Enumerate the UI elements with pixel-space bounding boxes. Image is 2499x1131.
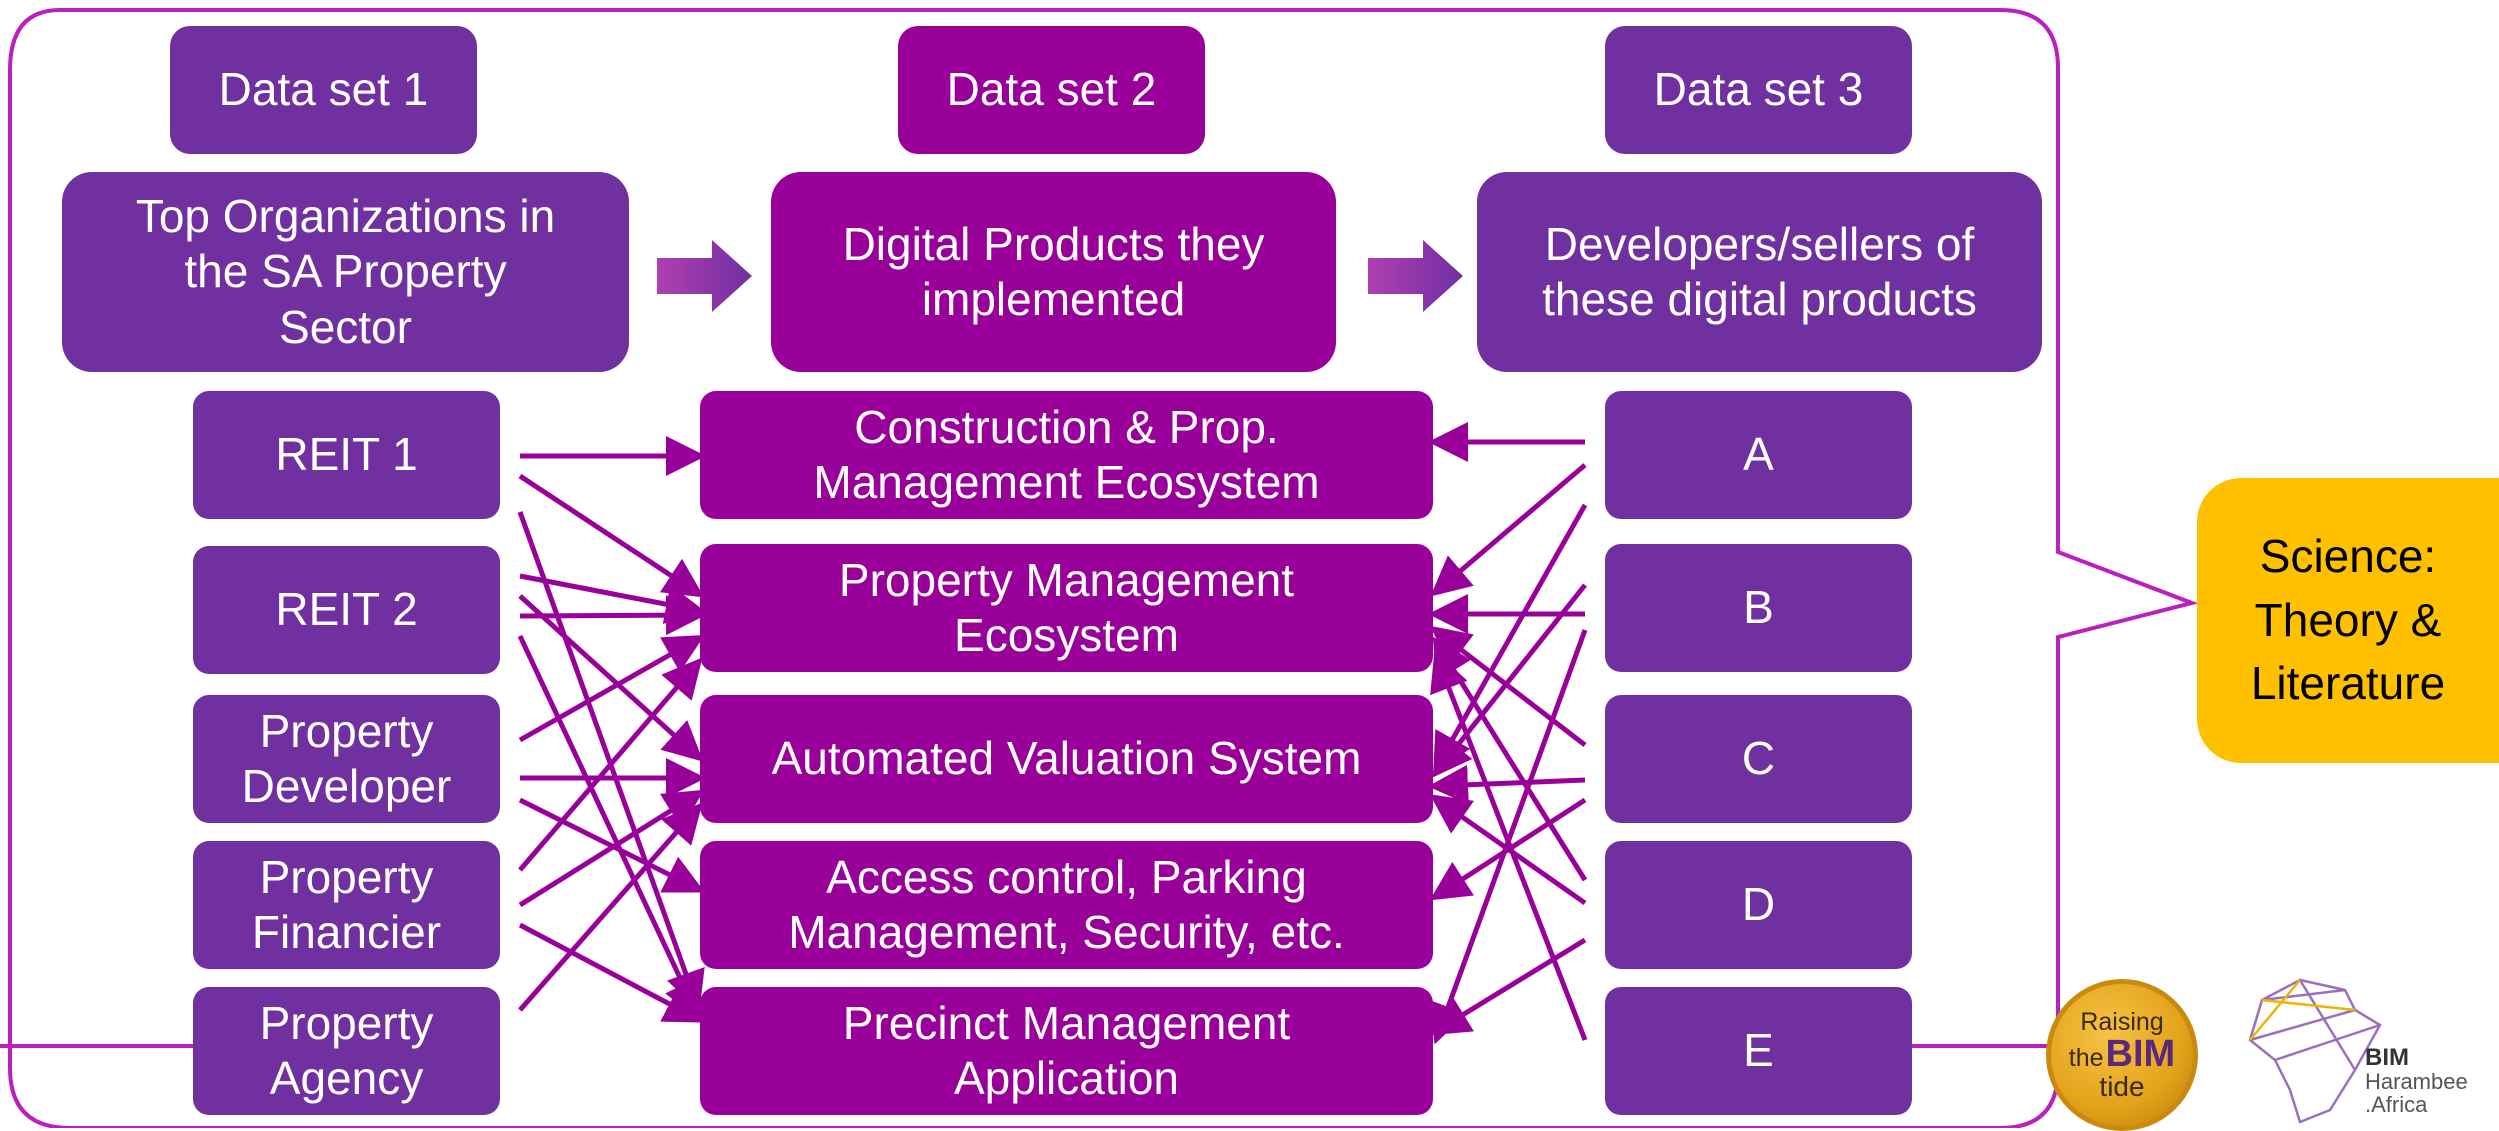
bim-harambee-africa-logo: BIM Harambee .Africa — [2365, 1044, 2468, 1118]
top-organizations-box: Top Organizations in the SA Property Sec… — [62, 172, 629, 372]
left-item-reit-2: REIT 2 — [193, 546, 500, 674]
science-theory-literature-box: Science: Theory & Literature — [2197, 478, 2499, 763]
mid-item-access-control: Access control, Parking Management, Secu… — [700, 841, 1433, 969]
left-item-property-developer: Property Developer — [193, 695, 500, 823]
right-item-b: B — [1605, 544, 1912, 672]
block-arrow-2 — [1368, 240, 1463, 312]
right-item-d: D — [1605, 841, 1912, 969]
dataset-3-header: Data set 3 — [1605, 26, 1912, 154]
dataset-1-header: Data set 1 — [170, 26, 477, 154]
right-item-a: A — [1605, 391, 1912, 519]
left-item-property-financier: Property Financier — [193, 841, 500, 969]
left-item-reit-1: REIT 1 — [193, 391, 500, 519]
left-item-property-agency: Property Agency — [193, 987, 500, 1115]
developers-sellers-box: Developers/sellers of these digital prod… — [1477, 172, 2042, 372]
dataset-2-header: Data set 2 — [898, 26, 1205, 154]
raising-the-bim-tide-logo: Raising the BIM tide — [2046, 979, 2198, 1131]
right-item-e: E — [1605, 987, 1912, 1115]
mid-item-automated-valuation: Automated Valuation System — [700, 695, 1433, 823]
block-arrow-1 — [657, 240, 752, 312]
digital-products-box: Digital Products they implemented — [771, 172, 1336, 372]
mid-item-property-management: Property Management Ecosystem — [700, 544, 1433, 672]
right-item-c: C — [1605, 695, 1912, 823]
mid-item-construction-ecosystem: Construction & Prop. Management Ecosyste… — [700, 391, 1433, 519]
mid-item-precinct-management: Precinct Management Application — [700, 987, 1433, 1115]
